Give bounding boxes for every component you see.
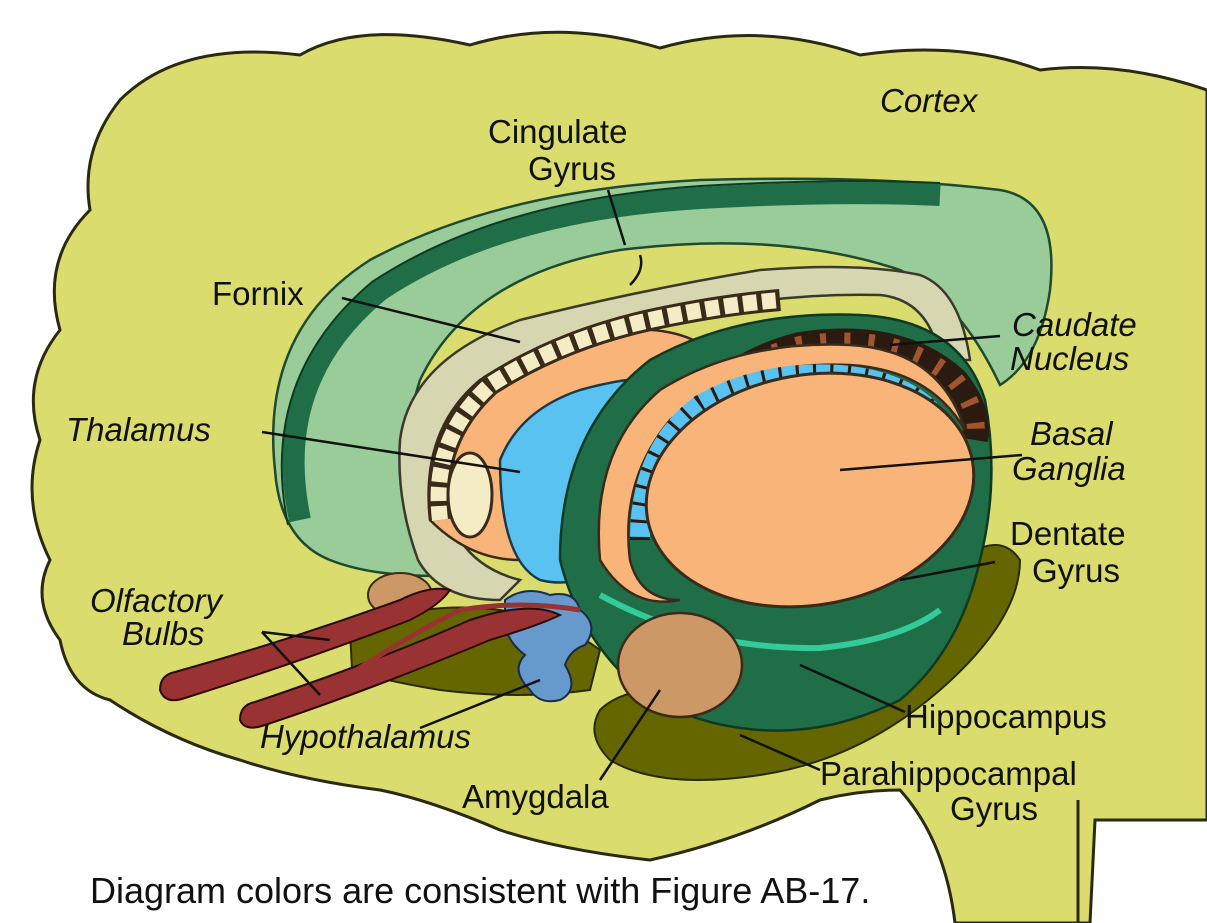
label-cingulate-line1: Cingulate <box>488 113 627 150</box>
label-cingulate-line2: Gyrus <box>528 150 616 187</box>
label-dentate-line1: Dentate <box>1010 515 1126 552</box>
label-parahippocampal-line1: Parahippocampal <box>820 755 1077 792</box>
label-thalamus: Thalamus <box>66 411 211 448</box>
label-hypothalamus: Hypothalamus <box>260 718 471 755</box>
diagram-caption: Diagram colors are consistent with Figur… <box>90 870 870 911</box>
label-hippocampus: Hippocampus <box>905 698 1107 735</box>
label-basal-line2: Ganglia <box>1012 450 1126 487</box>
label-cortex: Cortex <box>880 82 979 119</box>
label-dentate-line2: Gyrus <box>1032 552 1120 589</box>
label-fornix: Fornix <box>212 275 304 312</box>
label-olfactory-line1: Olfactory <box>90 582 225 619</box>
label-caudate-line1: Caudate <box>1012 306 1137 343</box>
label-caudate-line2: Nucleus <box>1010 340 1129 377</box>
label-amygdala: Amygdala <box>462 778 609 815</box>
label-parahippocampal-line2: Gyrus <box>950 790 1038 827</box>
amygdala-shape <box>618 613 742 717</box>
label-olfactory-line2: Bulbs <box>122 615 205 652</box>
label-basal-line1: Basal <box>1030 415 1114 452</box>
